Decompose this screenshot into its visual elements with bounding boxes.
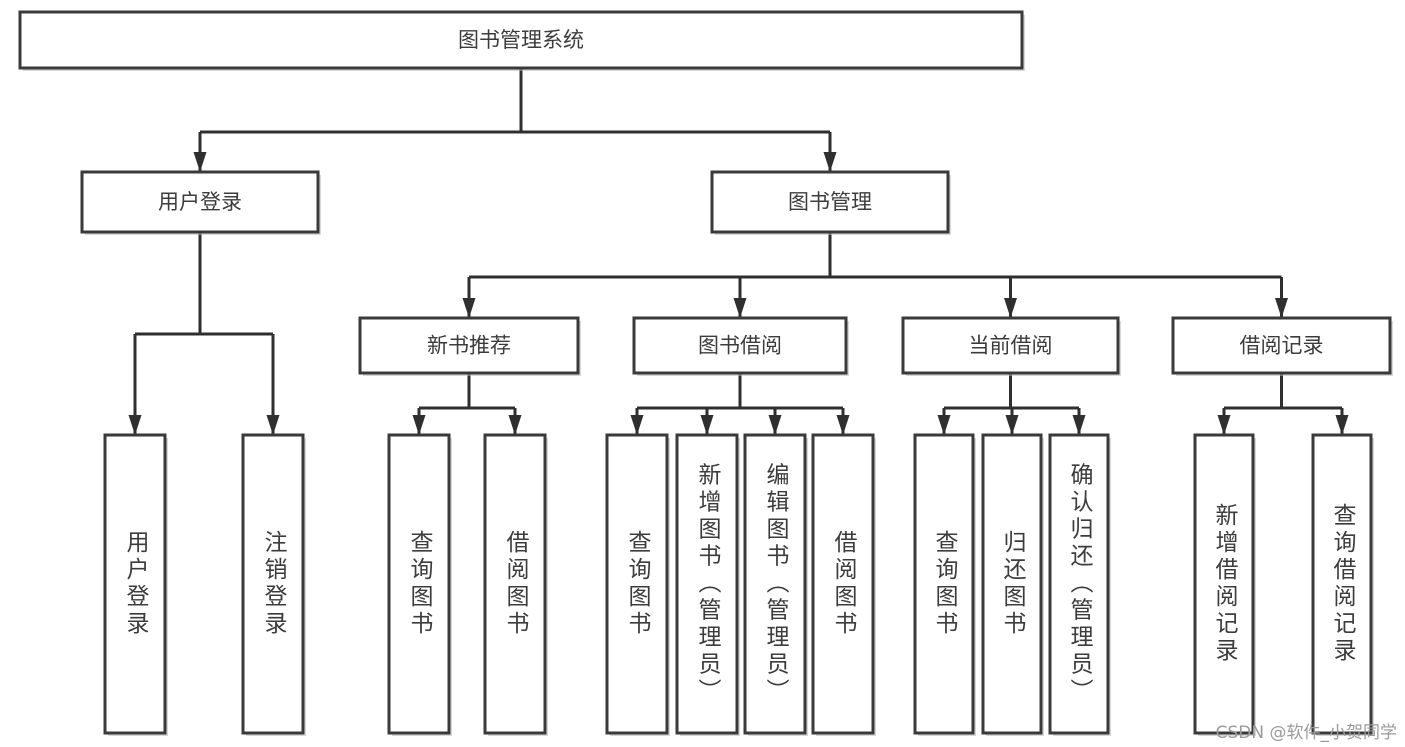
edge-group-new-book-recommend bbox=[412, 373, 522, 435]
node-label: 借阅图书 bbox=[830, 530, 858, 638]
edge-arrowhead bbox=[1072, 415, 1086, 435]
node-leaf-query-book-borrow[interactable]: 查询图书 bbox=[605, 433, 670, 736]
edge-arrowhead bbox=[1004, 298, 1017, 318]
node-label: 确认归还（管理员） bbox=[1066, 463, 1094, 706]
node-label: 新增图书（管理员） bbox=[694, 463, 722, 706]
node-borrow-record[interactable]: 借阅记录 bbox=[1171, 316, 1393, 376]
node-label: 当前借阅 bbox=[969, 334, 1053, 358]
node-label: 借阅图书 bbox=[502, 530, 530, 638]
node-book-borrow[interactable]: 图书借阅 bbox=[632, 316, 849, 376]
edge-arrowhead bbox=[412, 415, 426, 435]
edge-group-borrow-record bbox=[1217, 373, 1349, 435]
edge-arrowhead bbox=[128, 415, 142, 435]
node-leaf-borrow-book-recommend[interactable]: 借阅图书 bbox=[483, 433, 548, 736]
node-user-login[interactable]: 用户登录 bbox=[80, 170, 321, 235]
node-leaf-user-login[interactable]: 用户登录 bbox=[103, 433, 168, 736]
edge-arrowhead bbox=[1005, 415, 1019, 435]
edge-arrowhead bbox=[836, 415, 850, 435]
node-label: 用户登录 bbox=[158, 190, 242, 214]
node-label: 借阅记录 bbox=[1240, 334, 1324, 358]
edge-group-root bbox=[193, 68, 837, 172]
node-new-book-recommend[interactable]: 新书推荐 bbox=[358, 316, 581, 376]
node-leaf-query-book-recommend[interactable]: 查询图书 bbox=[387, 433, 452, 736]
node-leaf-query-borrow-record[interactable]: 查询借阅记录 bbox=[1311, 433, 1374, 736]
node-leaf-logout[interactable]: 注销登录 bbox=[241, 433, 306, 736]
edge-group-book-management bbox=[462, 232, 1288, 318]
edge-arrowhead bbox=[266, 415, 280, 435]
node-leaf-confirm-return[interactable]: 确认归还（管理员） bbox=[1048, 433, 1111, 736]
node-label: 编辑图书（管理员） bbox=[762, 463, 790, 706]
node-label: 查询图书 bbox=[406, 530, 434, 638]
edge-arrowhead bbox=[630, 415, 644, 435]
edge-arrowhead bbox=[1217, 415, 1231, 435]
edge-group-current-borrow bbox=[937, 373, 1086, 435]
node-leaf-add-borrow-record[interactable]: 新增借阅记录 bbox=[1193, 433, 1256, 736]
node-label: 图书管理 bbox=[788, 190, 872, 214]
node-label: 查询图书 bbox=[931, 530, 959, 638]
node-label: 归还图书 bbox=[999, 530, 1027, 638]
node-leaf-add-book[interactable]: 新增图书（管理员） bbox=[675, 433, 740, 736]
node-current-borrow[interactable]: 当前借阅 bbox=[901, 316, 1121, 376]
node-root[interactable]: 图书管理系统 bbox=[18, 10, 1025, 71]
edge-arrowhead bbox=[193, 152, 207, 172]
node-leaf-query-book-current[interactable]: 查询图书 bbox=[913, 433, 976, 736]
edge-arrowhead bbox=[733, 298, 747, 318]
node-label: 新增借阅记录 bbox=[1211, 503, 1239, 665]
node-label: 查询借阅记录 bbox=[1329, 503, 1357, 665]
node-book-management[interactable]: 图书管理 bbox=[710, 170, 951, 235]
node-leaf-borrow-book[interactable]: 借阅图书 bbox=[811, 433, 876, 736]
edge-arrowhead bbox=[768, 415, 782, 435]
node-label: 注销登录 bbox=[260, 530, 288, 638]
node-label: 新书推荐 bbox=[427, 334, 511, 358]
edge-group-user-login bbox=[128, 232, 280, 435]
node-leaf-return-book[interactable]: 归还图书 bbox=[981, 433, 1044, 736]
node-leaf-edit-book[interactable]: 编辑图书（管理员） bbox=[743, 433, 808, 736]
edges-layer bbox=[128, 68, 1349, 435]
edge-group-book-borrow bbox=[630, 373, 850, 435]
edge-arrowhead bbox=[700, 415, 714, 435]
edge-arrowhead bbox=[1335, 415, 1349, 435]
node-label: 图书管理系统 bbox=[458, 28, 584, 52]
edge-arrowhead bbox=[937, 415, 951, 435]
node-label: 图书借阅 bbox=[698, 334, 782, 358]
edge-arrowhead bbox=[823, 152, 837, 172]
nodes-layer: 图书管理系统用户登录图书管理新书推荐图书借阅当前借阅借阅记录用户登录注销登录查询… bbox=[18, 10, 1393, 736]
node-label: 查询图书 bbox=[624, 530, 652, 638]
edge-arrowhead bbox=[1275, 298, 1288, 318]
edge-arrowhead bbox=[462, 298, 476, 318]
node-label: 用户登录 bbox=[122, 530, 150, 638]
edge-arrowhead bbox=[508, 415, 522, 435]
